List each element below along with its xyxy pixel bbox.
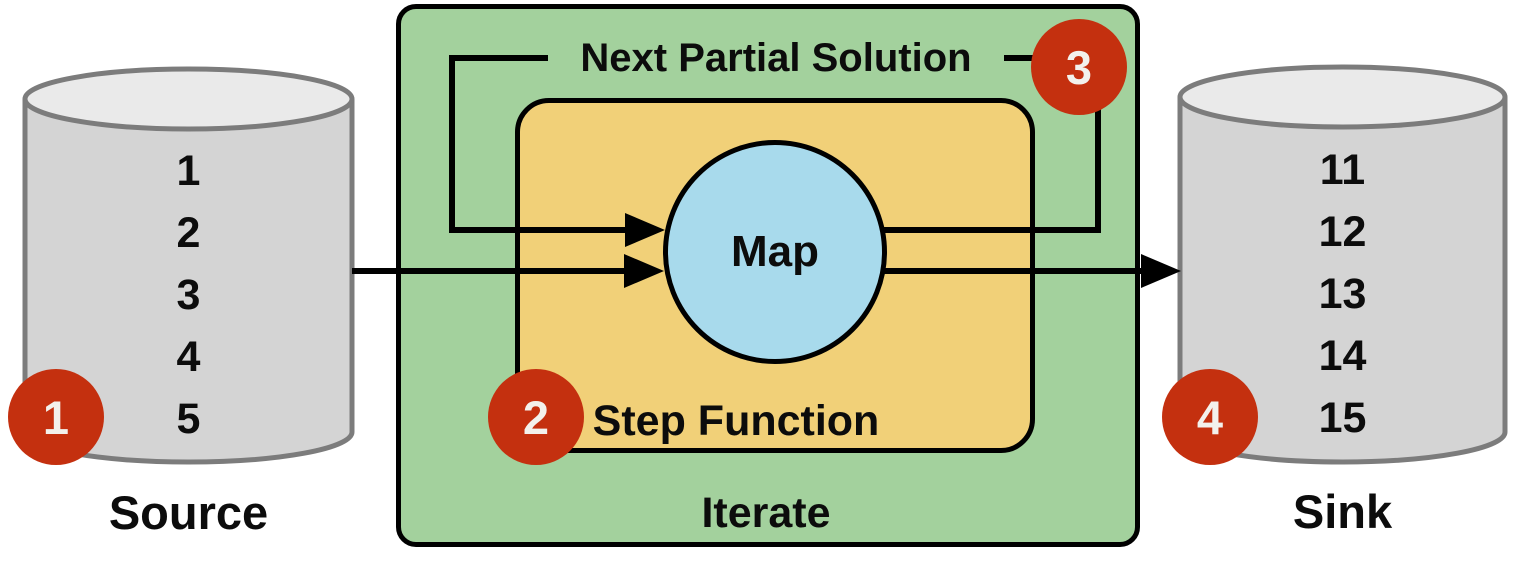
source-value: 4 bbox=[176, 333, 201, 381]
feedback-in-line bbox=[449, 55, 665, 247]
step-badge-1: 1 bbox=[8, 369, 104, 465]
source-value: 5 bbox=[176, 395, 201, 443]
step-badge-3: 3 bbox=[1031, 19, 1127, 115]
source-label: Source bbox=[108, 486, 269, 539]
next-partial-solution-label: Next Partial Solution bbox=[580, 36, 972, 80]
sink-label: Sink bbox=[1292, 485, 1393, 538]
feedback-out-line bbox=[884, 108, 1101, 233]
arrow-map-to-sink bbox=[884, 254, 1181, 288]
sink-value: 14 bbox=[1318, 332, 1367, 380]
step-function-label: Step Function bbox=[592, 397, 880, 445]
step-badge-2: 2 bbox=[488, 369, 584, 465]
arrow-source-to-map bbox=[352, 254, 664, 288]
source-value: 2 bbox=[176, 209, 201, 257]
map-operator: Map bbox=[663, 140, 887, 364]
iterate-label: Iterate bbox=[701, 489, 831, 537]
source-value: 3 bbox=[176, 271, 201, 319]
sink-value: 15 bbox=[1318, 394, 1367, 442]
sink-value: 12 bbox=[1318, 208, 1367, 256]
source-value: 1 bbox=[176, 147, 201, 195]
step-badge-4: 4 bbox=[1162, 369, 1258, 465]
map-label: Map bbox=[731, 227, 819, 276]
source-values: 1 2 3 4 5 bbox=[25, 140, 352, 450]
sink-values: 11 12 13 14 15 bbox=[1180, 139, 1505, 449]
sink-value: 13 bbox=[1318, 270, 1367, 318]
sink-value: 11 bbox=[1319, 146, 1366, 194]
